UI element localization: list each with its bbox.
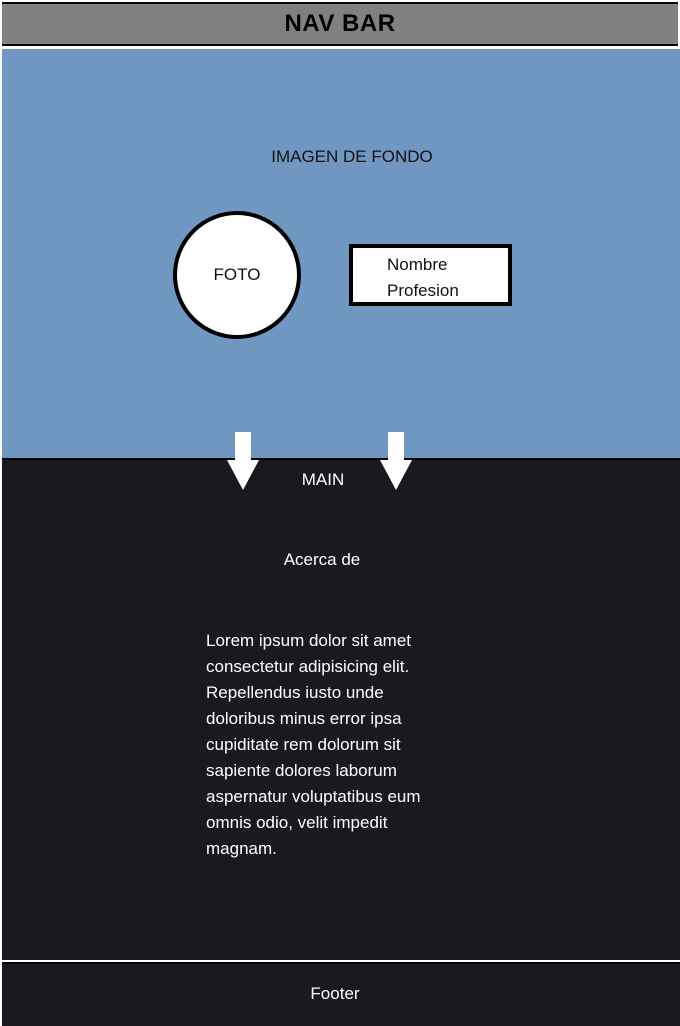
footer-label: Footer — [310, 984, 360, 1003]
profile-photo: FOTO — [173, 211, 301, 339]
arrow-down-icon — [227, 432, 259, 490]
about-text: Lorem ipsum dolor sit amet consectetur a… — [206, 631, 421, 858]
hero-background: IMAGEN DE FONDO FOTO Nombre Profesion — [2, 49, 680, 458]
hero-background-label: IMAGEN DE FONDO — [271, 147, 433, 166]
profession-label: Profesion — [387, 281, 459, 300]
arrow-down-icon — [380, 432, 412, 490]
main-label: MAIN — [301, 470, 345, 489]
footer: Footer — [2, 962, 680, 1026]
name-profession-box: Nombre Profesion — [349, 244, 512, 306]
nav-bar-title: NAV BAR — [284, 10, 396, 37]
profile-photo-label: FOTO — [213, 265, 261, 284]
nav-bar: NAV BAR — [2, 2, 678, 46]
about-title: Acerca de — [283, 550, 361, 569]
main-section: MAIN Acerca de Lorem ipsum dolor sit ame… — [2, 458, 680, 960]
name-label: Nombre — [387, 255, 448, 274]
